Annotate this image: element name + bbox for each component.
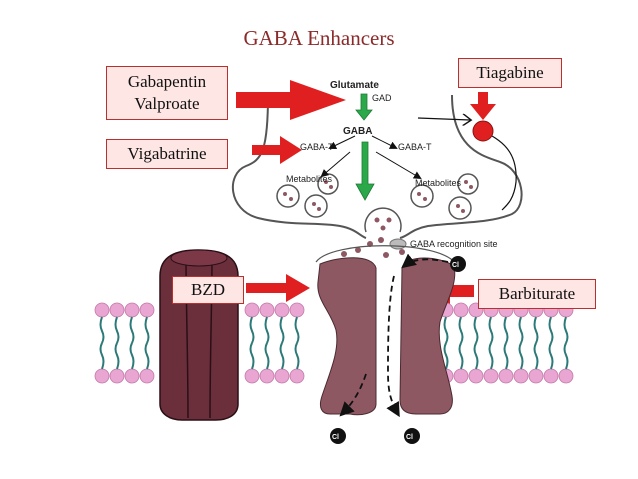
vigabatrine-box: Vigabatrine xyxy=(106,139,228,169)
gad-label: GAD xyxy=(372,93,392,103)
svg-text:Cl: Cl xyxy=(406,434,413,441)
arrow-vigabatrine xyxy=(252,136,302,164)
vigabatrine-label: Vigabatrine xyxy=(127,144,207,163)
arrow-gabapentin-valproate xyxy=(236,80,346,120)
reuptake-path xyxy=(482,130,517,211)
chloride-ion-bottom-left: Cl xyxy=(330,428,346,444)
bzd-label: BZD xyxy=(191,280,225,299)
slide-title: GABA Enhancers xyxy=(243,26,395,50)
chloride-path-entry xyxy=(401,253,449,269)
reuptake-arrow xyxy=(417,118,470,120)
gaba-transporter xyxy=(472,120,494,142)
metabolite-vesicles-right xyxy=(410,173,479,220)
metabolites-right-label: Metabolites xyxy=(415,178,462,188)
arrow-bzd xyxy=(246,274,310,302)
arrow-tiagabine xyxy=(470,92,496,120)
svg-text:Cl: Cl xyxy=(452,262,459,269)
tiagabine-box: Tiagabine xyxy=(458,58,562,88)
metabolites-left-label: Metabolites xyxy=(286,174,333,184)
barbiturate-box: Barbiturate xyxy=(478,279,596,309)
gaba-recognition-site-label: GABA recognition site xyxy=(410,239,498,249)
chloride-ion-bottom-right: Cl xyxy=(404,428,420,444)
bzd-box: BZD xyxy=(172,276,244,304)
presynaptic-terminal xyxy=(231,94,523,239)
gaba-a-receptor xyxy=(315,245,457,416)
gabapentin-label: Gabapentin xyxy=(127,72,207,91)
gabapentin-valproate-box: Gabapentin Valproate xyxy=(106,66,228,120)
gaba-label: GABA xyxy=(343,126,372,137)
chloride-path-main xyxy=(386,275,400,418)
releasing-vesicle xyxy=(364,207,402,233)
valproate-label: Valproate xyxy=(134,94,200,113)
barbiturate-label: Barbiturate xyxy=(498,284,576,303)
gaba-t-left-label: GABA-T xyxy=(300,142,334,152)
green-arrow-release xyxy=(355,141,375,201)
chloride-ion-top: Cl xyxy=(450,256,466,272)
gaba-t-right-label: GABA-T xyxy=(398,142,432,152)
tiagabine-label: Tiagabine xyxy=(476,63,544,82)
glutamate-label: Glutamate xyxy=(330,80,379,91)
chloride-path-left xyxy=(339,373,367,417)
green-arrow-gad xyxy=(355,93,373,121)
released-gaba-dots xyxy=(341,217,405,258)
svg-text:Cl: Cl xyxy=(332,434,339,441)
